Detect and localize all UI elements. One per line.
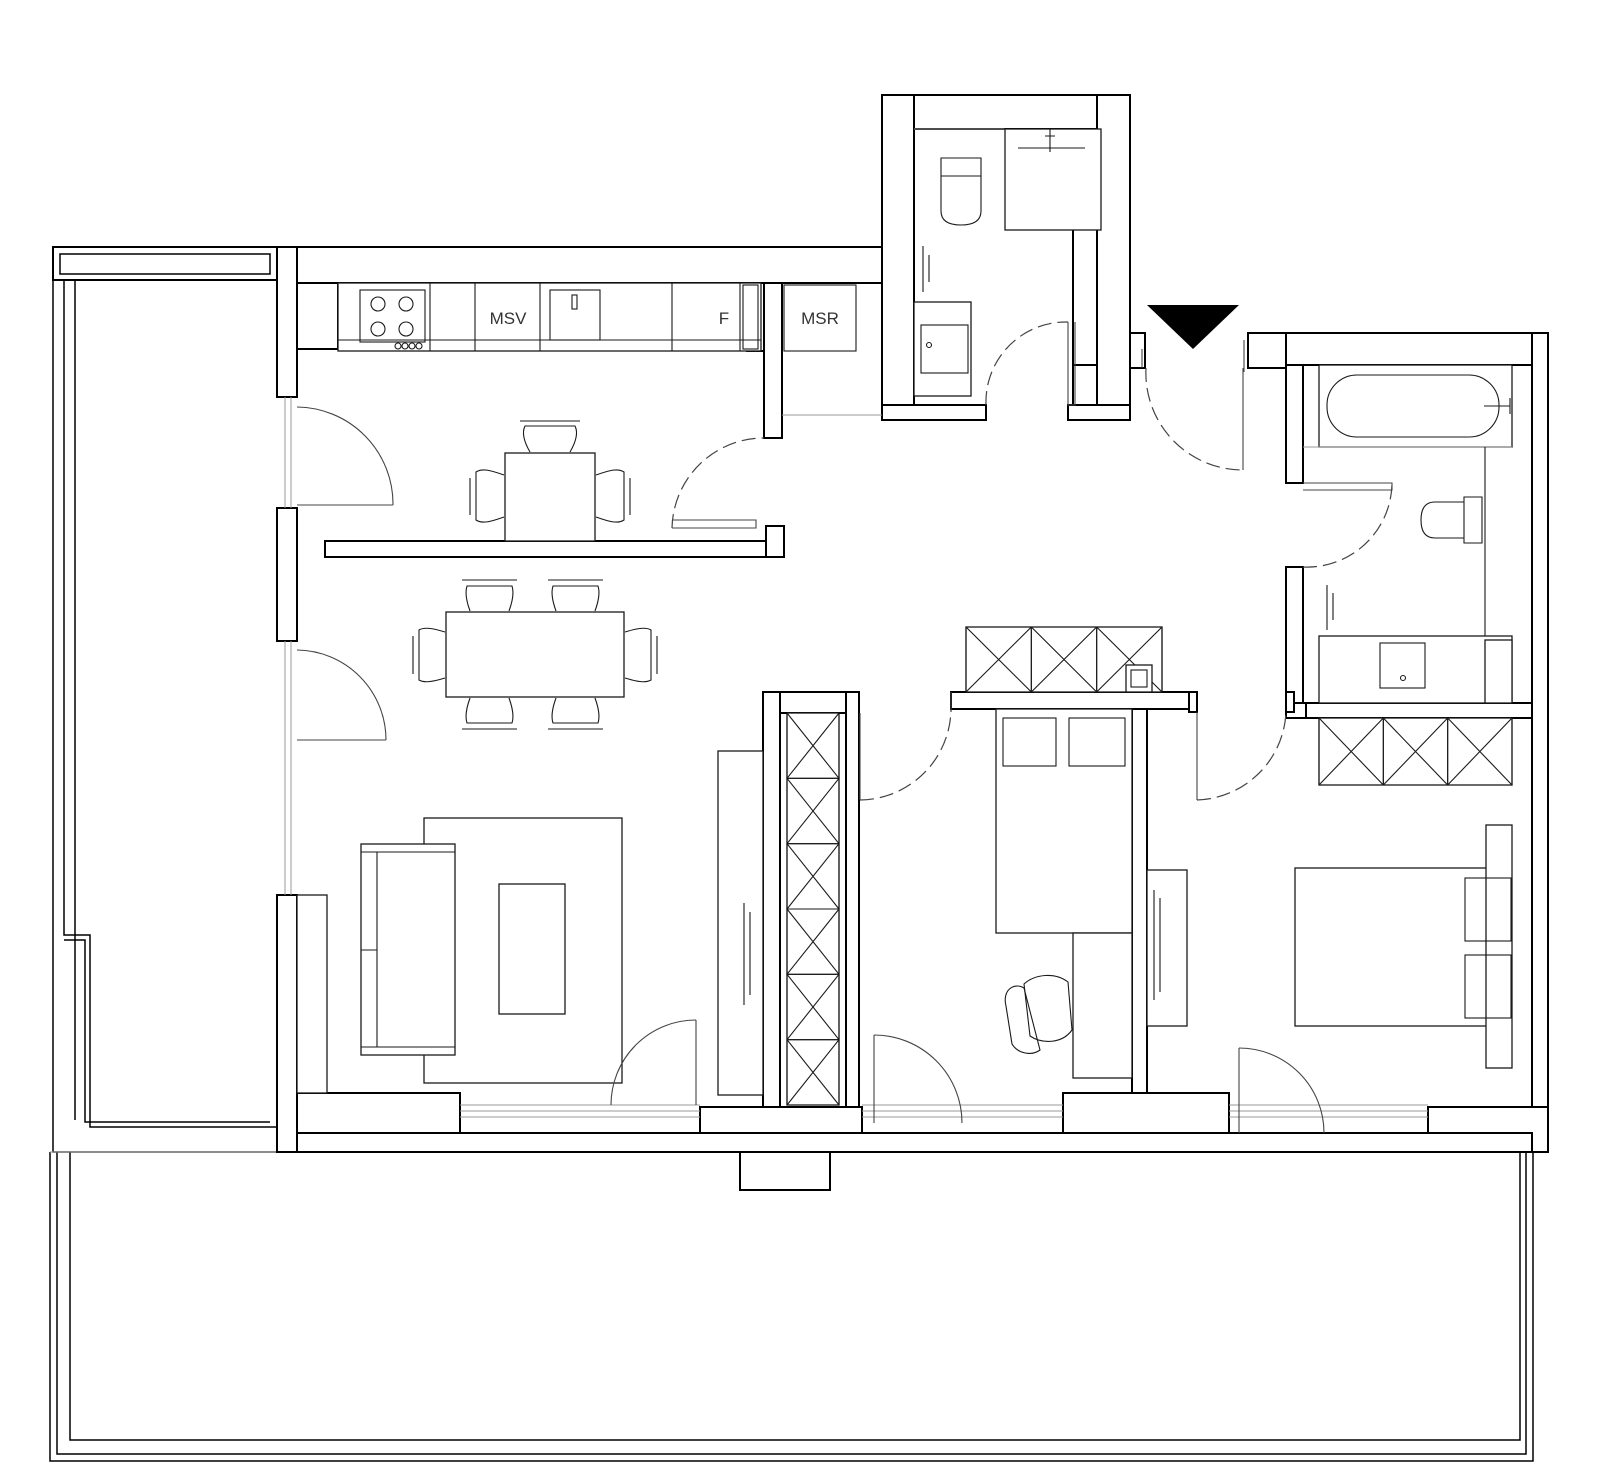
msr-label: MSR	[801, 309, 839, 328]
living-room-door[interactable]	[610, 1019, 697, 1106]
south-windows	[284, 397, 1428, 1118]
sink-icon	[549, 289, 601, 341]
entrance-door[interactable]	[1141, 340, 1245, 471]
msv-label: MSV	[490, 309, 528, 328]
wardrobe-bedroom-2	[1318, 717, 1513, 786]
sink-icon	[1379, 642, 1426, 689]
bedroom-2	[1146, 717, 1513, 1069]
double-bed	[1294, 824, 1513, 1069]
wc-room	[913, 128, 1102, 397]
single-bed	[995, 708, 1133, 934]
bathroom-door[interactable]	[1302, 482, 1393, 568]
balcony	[52, 246, 278, 1153]
fridge-label: F	[719, 309, 729, 328]
bedroom-2-balcony-door[interactable]	[1238, 1047, 1325, 1134]
bedroom-1-door[interactable]	[859, 692, 952, 801]
fridge-panel	[742, 284, 759, 350]
bathroom	[1303, 364, 1513, 704]
cooktop-icon	[359, 289, 426, 350]
kitchen-dining-set	[469, 420, 631, 542]
sofa	[360, 843, 456, 1056]
exterior-walls	[276, 94, 1549, 1191]
bedroom-2-door[interactable]	[1196, 711, 1287, 801]
bedroom-1	[965, 626, 1163, 1079]
entrance-arrow-icon	[1147, 305, 1239, 349]
terrace	[49, 1151, 1534, 1462]
office-chair-icon	[1004, 974, 1073, 1054]
living-room	[296, 750, 764, 1096]
shower-icon	[920, 324, 969, 374]
wardrobe-living	[786, 712, 840, 1106]
balcony-door-living[interactable]	[296, 649, 387, 741]
dining-set	[412, 579, 658, 730]
toilet-icon	[1420, 496, 1483, 544]
wardrobe-module	[786, 1039, 840, 1106]
wardrobe-module	[1447, 717, 1513, 786]
toilet-icon	[940, 157, 982, 226]
desk	[1072, 932, 1133, 1079]
kitchen-door[interactable]	[671, 437, 765, 529]
wc-door[interactable]	[985, 321, 1076, 406]
msr-cabinet	[783, 284, 857, 352]
bathtub-icon	[1326, 374, 1511, 438]
bedroom-1-balcony-door[interactable]	[873, 1034, 963, 1124]
balcony-door-kitchen[interactable]	[296, 406, 394, 506]
